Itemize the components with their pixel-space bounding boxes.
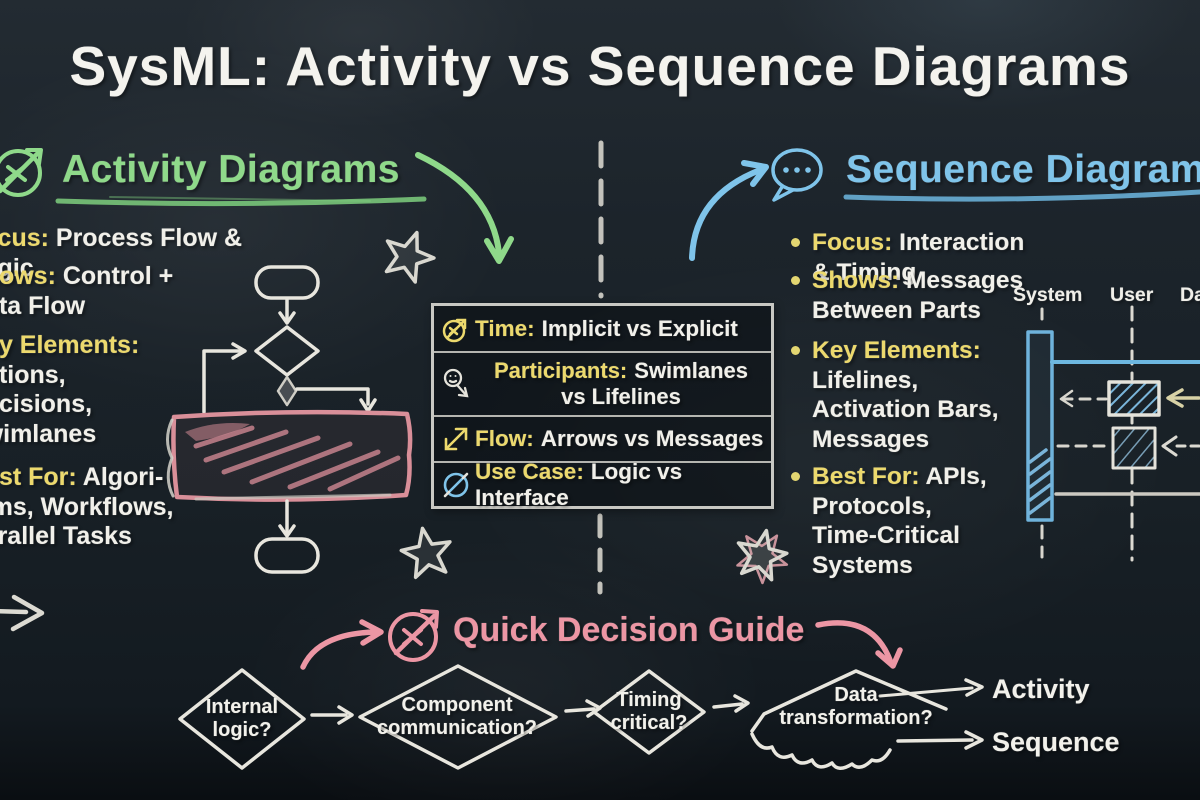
decision-flowchart-sketch [178,664,984,770]
outcome-activity: Activity [992,674,1090,704]
bullet-dot [791,238,800,247]
message-box [1107,380,1161,417]
bullet-dot [791,472,800,481]
comparison-row-use-case: Use Case:Logic vs Interface [434,459,771,510]
comparison-row-participants: Participants:Swimlanes vs Lifelines [434,353,771,417]
decision-guide-heading: Quick Decision Guide [453,611,805,649]
speech-bubble-icon [771,148,823,202]
target-arrow-icon [0,148,43,197]
activity-bullet-focus: Focus: Process Flow & Logic [0,224,243,282]
divider-dashed-line [597,140,604,595]
star-icon [384,230,789,585]
message-box [1111,426,1157,470]
timer-arrow-icon [441,314,475,344]
page-title: SysML: Activity vs Sequence Diagrams [69,35,1131,97]
lifeline-label-system: System [1013,284,1083,306]
decision-step-data-transformation: Data transformation? [779,684,933,729]
blue-curved-arrow [689,160,769,261]
comparison-table: Time:Implicit vs Explicit Participants:S… [431,303,774,510]
activity-bullet-key-elements: Key Elements: Actions, Decisions, Swimla… [0,331,140,448]
sequence-bullet-best-for: Best For: APIs, Protocols, Time-Critical… [791,462,1027,580]
pink-curved-arrow-left [300,619,384,670]
comparison-row-flow: Flow:Arrows vs Messages [434,417,771,463]
diagonal-arrows-icon [441,424,475,454]
circle-slash-icon [441,470,475,500]
sequence-section-heading: Sequence Diagrams [846,148,1200,191]
decision-step-component-communication: Component communication? [376,694,538,739]
activity-underline [55,196,427,207]
activity-section-heading: Activity Diagrams [62,148,400,191]
lifeline-label-user: User [1110,284,1154,306]
activity-bullet-best-for: Best For: Algori- thms, Workflows, Paral… [0,463,174,550]
bullet-dot [791,346,800,355]
lifeline-label-data: Data [1180,284,1200,306]
decision-target-icon [388,609,439,662]
activity-flowchart-sketch [166,265,413,574]
outcome-sequence: Sequence [992,727,1120,757]
sequence-diagram-sketch [1026,305,1200,562]
sequence-underline [843,189,1200,202]
pink-curved-arrow-right [815,620,903,669]
decision-step-timing-critical: Timing critical? [610,689,688,734]
sequence-bullet-focus: Focus: Interaction & Timing [791,228,1027,287]
sequence-bullet-shows: Shows: Messages Between Parts [791,266,1027,325]
green-curved-arrow [415,152,514,264]
activity-bullet-shows: Shows: Control + Data Flow [0,262,174,320]
decision-step-internal-logic: Internal logic? [205,696,279,741]
person-arrow-icon [441,367,475,401]
bullet-dot [791,276,800,285]
comparison-row-time: Time:Implicit vs Explicit [434,306,771,353]
white-arrow-icon [0,594,45,632]
sequence-bullet-key-elements: Key Elements: Lifelines, Activation Bars… [791,336,1027,454]
